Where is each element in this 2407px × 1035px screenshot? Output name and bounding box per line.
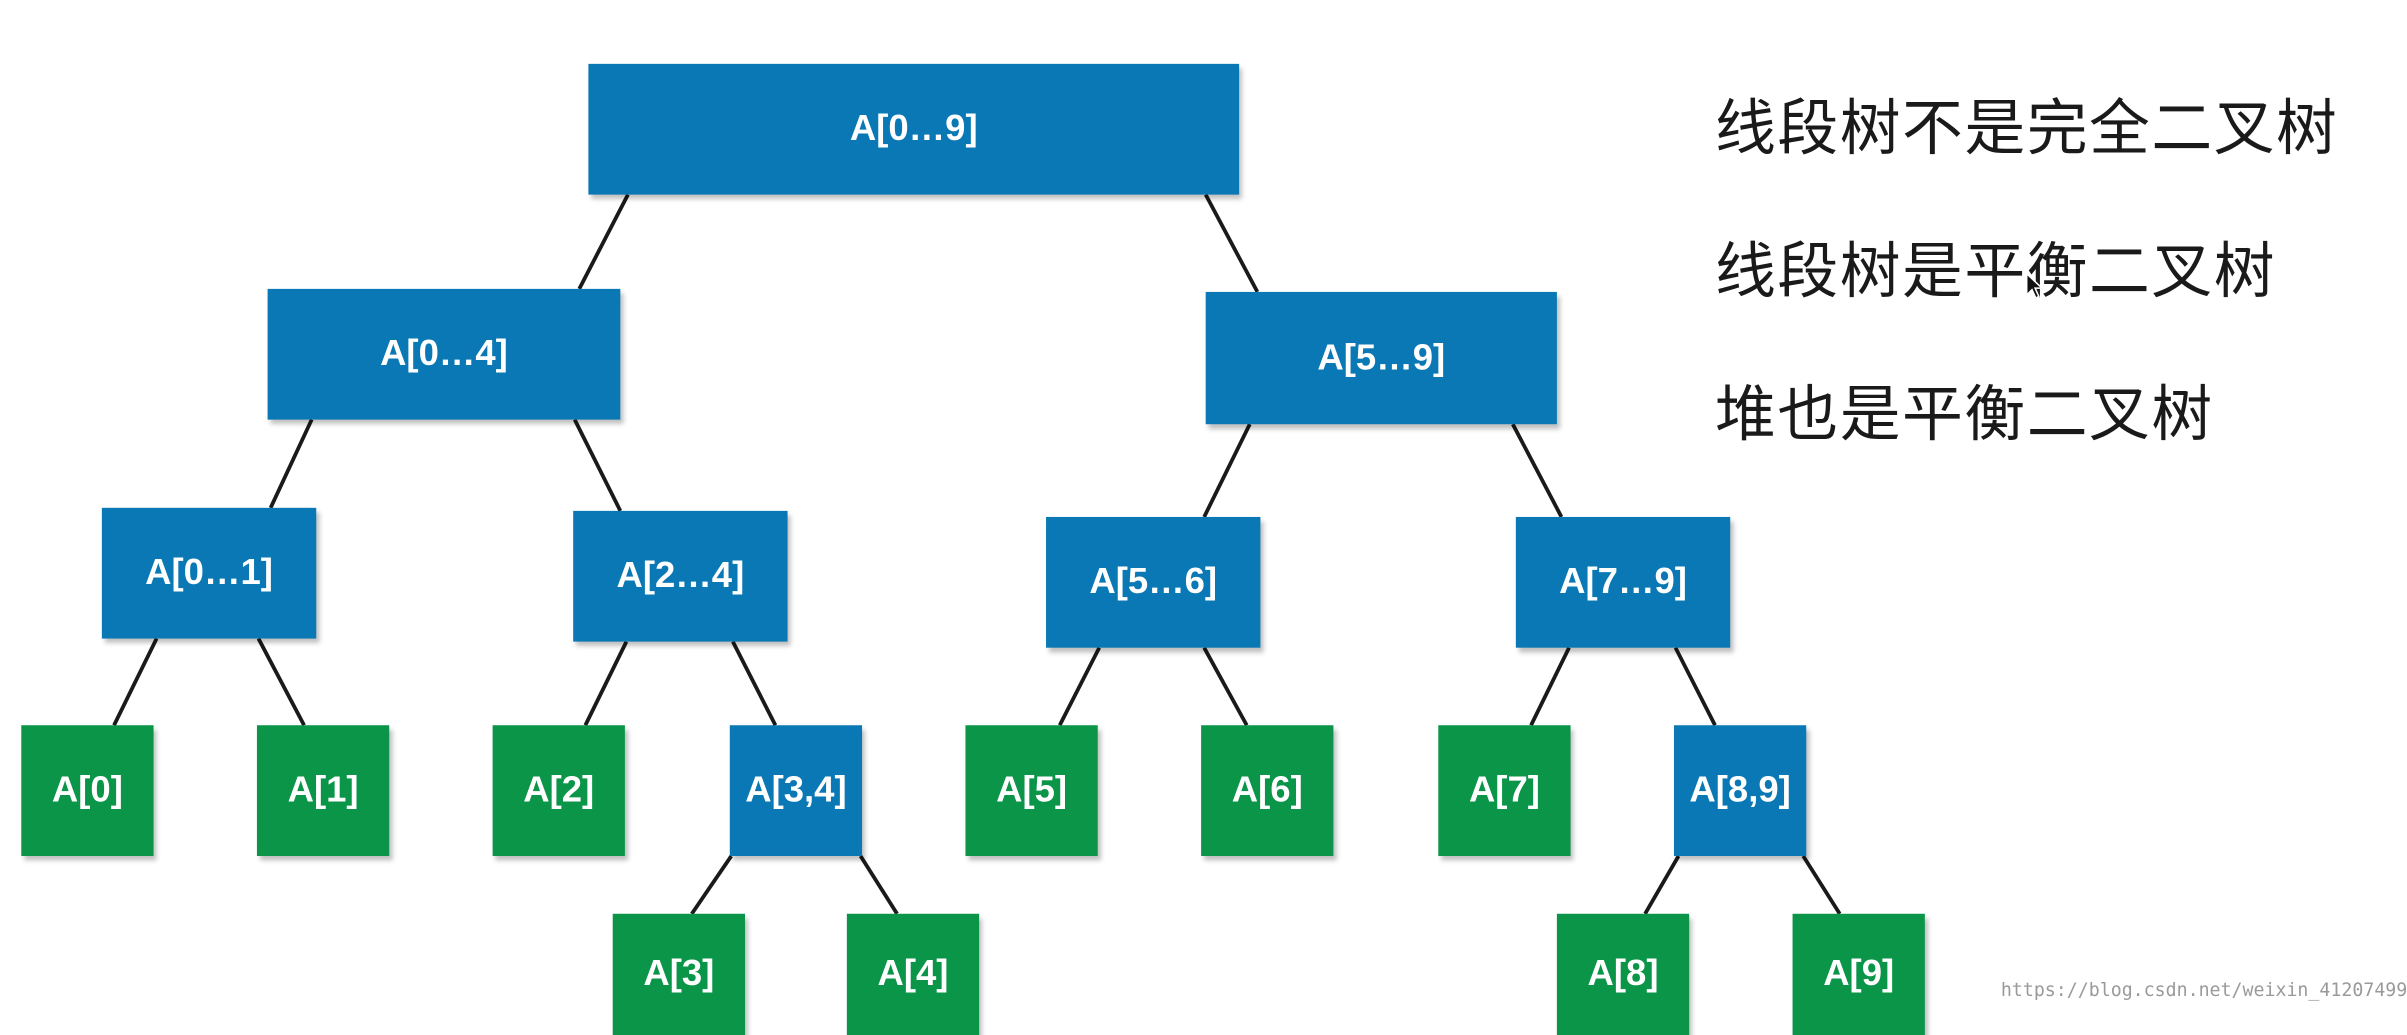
node-a-8-9: A[8,9] xyxy=(1673,725,1807,856)
leaf-a-8: A[8] xyxy=(1556,913,1690,1035)
watermark-url: https://blog.csdn.net/weixin_41207499 xyxy=(2000,979,2407,1001)
leaf-a-3: A[3] xyxy=(612,913,746,1035)
edge-2_4-right xyxy=(731,640,778,727)
edge-0_4-right xyxy=(573,418,623,512)
edge-root-right xyxy=(1204,193,1260,293)
edge-7_9-left xyxy=(1529,646,1571,727)
edge-8_9-right xyxy=(1801,854,1842,915)
leaf-a-5: A[5] xyxy=(965,725,1098,856)
edge-5_9-right xyxy=(1511,423,1564,518)
edge-8_9-left xyxy=(1643,855,1681,915)
edge-0_1-left xyxy=(112,637,159,727)
leaf-a-0: A[0] xyxy=(21,725,154,856)
edge-0_1-right xyxy=(256,637,306,727)
leaf-a-1: A[1] xyxy=(256,725,390,856)
node-a-3-4: A[3,4] xyxy=(729,725,863,856)
leaf-a-7: A[7] xyxy=(1438,725,1571,856)
edge-2_4-left xyxy=(583,640,629,727)
edge-root-left xyxy=(577,193,630,290)
leaf-a-6: A[6] xyxy=(1201,725,1334,856)
leaf-a-9: A[9] xyxy=(1792,913,1925,1035)
node-a-5-6: A[5…6] xyxy=(1046,516,1261,648)
edge-0_4-left xyxy=(268,418,314,509)
note-heap-balanced-binary-tree: 堆也是平衡二叉树 xyxy=(1715,380,2214,451)
edge-5_6-left xyxy=(1058,646,1101,727)
note-balanced-binary-tree: 线段树是平衡二叉树 xyxy=(1715,237,2277,308)
node-a-0-4: A[0…4] xyxy=(267,288,621,420)
node-a-7-9: A[7…9] xyxy=(1515,516,1731,648)
node-a-2-4: A[2…4] xyxy=(573,510,788,642)
edge-7_9-right xyxy=(1673,646,1717,727)
note-not-complete-binary-tree: 线段树不是完全二叉树 xyxy=(1715,94,2339,165)
tree-edges xyxy=(112,193,1842,915)
edge-5_9-left xyxy=(1202,423,1252,518)
node-a-0-1: A[0…1] xyxy=(101,507,317,639)
node-a-0-9: A[0…9] xyxy=(588,63,1240,195)
leaf-a-2: A[2] xyxy=(492,725,625,856)
mouse-cursor-icon xyxy=(2025,271,2044,300)
segment-tree-diagram: A[0…9] A[0…4] A[5…9] A[0…1] A[2…4] A[5…6… xyxy=(21,63,2407,1035)
leaf-a-4: A[4] xyxy=(846,913,980,1035)
edge-5_6-right xyxy=(1202,646,1249,727)
edge-3_4-left xyxy=(690,854,733,915)
edge-3_4-right xyxy=(858,854,899,915)
node-a-5-9: A[5…9] xyxy=(1205,291,1557,425)
